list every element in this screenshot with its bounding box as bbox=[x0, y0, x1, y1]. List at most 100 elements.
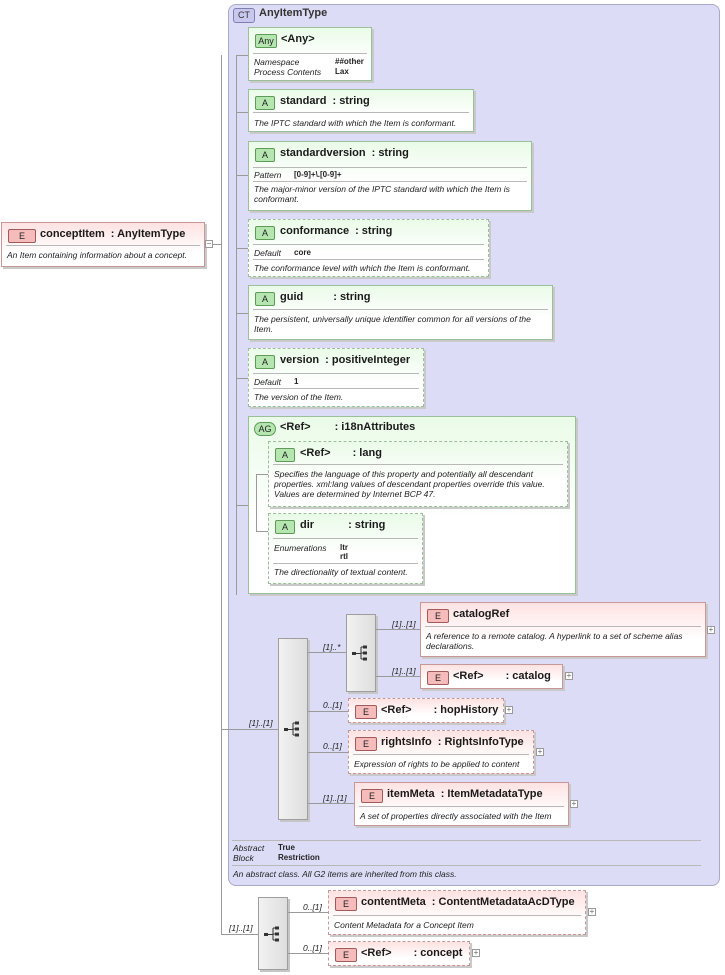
element-cardinality: [1]..[1] bbox=[392, 666, 416, 676]
element-title: contentMeta: ContentMetadataAcDType bbox=[361, 896, 575, 908]
element-cardinality: 0..[1] bbox=[303, 902, 322, 912]
attribute-title: standardversion: string bbox=[280, 147, 409, 159]
complex-type-badge: CT bbox=[233, 8, 255, 23]
attribute-conformance[interactable]: A conformance: string Default core The c… bbox=[248, 219, 489, 277]
concept-item-element[interactable]: E conceptItem: AnyItemType An Item conta… bbox=[1, 222, 205, 267]
collapse-toggle-icon[interactable]: − bbox=[205, 239, 213, 248]
element-name: <Ref> bbox=[361, 947, 392, 959]
attribute-title: guid : string bbox=[280, 291, 371, 303]
attribute-badge: A bbox=[255, 96, 275, 110]
element-title: <Ref>: concept bbox=[361, 947, 462, 959]
any-title: <Any> bbox=[281, 33, 315, 45]
element-name: conceptItem bbox=[40, 228, 105, 240]
attribute-badge: A bbox=[275, 520, 295, 534]
choice-compositor[interactable] bbox=[346, 614, 376, 692]
attribute-type: : string bbox=[333, 291, 371, 303]
expand-icon[interactable]: + bbox=[707, 625, 715, 634]
outer-sequence-cardinality: [1]..[1] bbox=[229, 923, 253, 933]
element-name: <Ref> bbox=[453, 670, 484, 682]
expand-icon[interactable]: + bbox=[565, 671, 573, 680]
expand-icon[interactable]: + bbox=[505, 705, 513, 714]
attribute-standardversion[interactable]: A standardversion: string Pattern [0-9]+… bbox=[248, 141, 532, 211]
attr-trunk bbox=[236, 55, 237, 595]
attribute-name: guid bbox=[280, 291, 304, 303]
element-catalog-ref[interactable]: E catalogRef A reference to a remote cat… bbox=[420, 602, 706, 657]
element-hop-history[interactable]: E <Ref>: hopHistory bbox=[348, 698, 504, 723]
prop-label: Namespace bbox=[254, 57, 300, 67]
element-cardinality: [1]..[1] bbox=[392, 619, 416, 629]
element-badge: E bbox=[361, 789, 383, 803]
element-badge: E bbox=[427, 671, 449, 685]
expand-icon[interactable]: + bbox=[570, 799, 578, 808]
attribute-standard[interactable]: A standard: string The IPTC standard wit… bbox=[248, 89, 474, 132]
sequence-compositor[interactable] bbox=[278, 638, 308, 820]
main-trunk bbox=[221, 55, 222, 935]
element-description: Expression of rights to be applied to co… bbox=[354, 759, 520, 769]
prop-value: core bbox=[294, 248, 311, 257]
prop-label: Process Contents bbox=[254, 67, 322, 77]
attribute-group-type: : i18nAttributes bbox=[334, 421, 416, 433]
choice-cardinality: [1]..* bbox=[323, 642, 341, 652]
attribute-name: version bbox=[280, 354, 320, 366]
attribute-name: conformance bbox=[280, 225, 350, 237]
element-type: : RightsInfoType bbox=[437, 736, 524, 748]
attribute-guid[interactable]: A guid: string The persistent, universal… bbox=[248, 285, 553, 340]
element-badge: E bbox=[427, 609, 449, 623]
element-item-meta[interactable]: E itemMeta: ItemMetadataType A set of pr… bbox=[354, 782, 569, 826]
expand-icon[interactable]: + bbox=[536, 747, 544, 756]
attribute-title: <Ref>: lang bbox=[300, 447, 382, 459]
element-cardinality: [1]..[1] bbox=[323, 793, 347, 803]
expand-icon[interactable]: + bbox=[472, 948, 480, 957]
attribute-version[interactable]: A version: positiveInteger Default 1 The… bbox=[248, 348, 424, 407]
element-type: : ItemMetadataType bbox=[440, 788, 543, 800]
abstract-value: True bbox=[278, 843, 295, 852]
prop-label: Enumerations bbox=[274, 543, 327, 553]
abstract-label: Abstract bbox=[233, 843, 265, 853]
attribute-description: The conformance level with which the Ite… bbox=[254, 263, 471, 273]
attribute-group-title: <Ref>: i18nAttributes bbox=[280, 421, 415, 433]
element-description: Content Metadata for a Concept Item bbox=[334, 920, 474, 930]
block-label: Block bbox=[233, 853, 254, 863]
root-connector bbox=[205, 244, 221, 245]
element-badge: E bbox=[335, 948, 357, 962]
attribute-badge: A bbox=[255, 226, 275, 240]
attribute-type: : string bbox=[355, 225, 393, 237]
sequence-cardinality: [1]..[1] bbox=[249, 718, 273, 728]
attribute-description: The directionality of textual content. bbox=[274, 567, 408, 577]
element-concept[interactable]: E <Ref>: concept bbox=[328, 941, 470, 966]
attribute-type: : string bbox=[348, 519, 386, 531]
attribute-type: : string bbox=[332, 95, 370, 107]
element-badge: E bbox=[8, 229, 36, 243]
any-wildcard[interactable]: Any <Any> Namespace ##other Process Cont… bbox=[248, 27, 372, 81]
attribute-lang[interactable]: A <Ref>: lang Specifies the language of … bbox=[268, 441, 568, 507]
element-name: rightsInfo bbox=[381, 736, 432, 748]
prop-value: rtl bbox=[340, 552, 348, 561]
attribute-name: <Ref> bbox=[300, 447, 331, 459]
prop-value: [0-9]+\.[0-9]+ bbox=[294, 170, 342, 179]
expand-icon[interactable]: + bbox=[588, 907, 596, 916]
attribute-badge: A bbox=[255, 148, 275, 162]
element-rights-info[interactable]: E rightsInfo: RightsInfoType Expression … bbox=[348, 730, 534, 774]
attribute-badge: A bbox=[255, 355, 275, 369]
concept-item-title: conceptItem: AnyItemType bbox=[40, 228, 185, 240]
attribute-group-badge: AG bbox=[254, 422, 276, 436]
element-content-meta[interactable]: E contentMeta: ContentMetadataAcDType Co… bbox=[328, 890, 586, 935]
element-name: itemMeta bbox=[387, 788, 435, 800]
attribute-description: Specifies the language of this property … bbox=[274, 469, 545, 499]
attribute-badge: A bbox=[255, 292, 275, 306]
attribute-description: The version of the Item. bbox=[254, 392, 344, 402]
element-type: : catalog bbox=[505, 670, 551, 682]
element-description: A reference to a remote catalog. A hyper… bbox=[426, 631, 683, 651]
attribute-dir[interactable]: A dir: string Enumerations ltr rtl The d… bbox=[268, 513, 423, 584]
element-title: rightsInfo : RightsInfoType bbox=[381, 736, 524, 748]
element-title: itemMeta : ItemMetadataType bbox=[387, 788, 543, 800]
prop-value: ltr bbox=[340, 543, 348, 552]
attribute-name: standard bbox=[280, 95, 327, 107]
element-cardinality: 0..[1] bbox=[323, 700, 342, 710]
prop-value: Lax bbox=[335, 67, 349, 76]
attribute-type: : positiveInteger bbox=[325, 354, 411, 366]
element-type: : hopHistory bbox=[433, 704, 499, 716]
attribute-title: conformance : string bbox=[280, 225, 392, 237]
element-catalog[interactable]: E <Ref> : catalog bbox=[420, 664, 563, 689]
outer-sequence-compositor[interactable] bbox=[258, 897, 288, 970]
